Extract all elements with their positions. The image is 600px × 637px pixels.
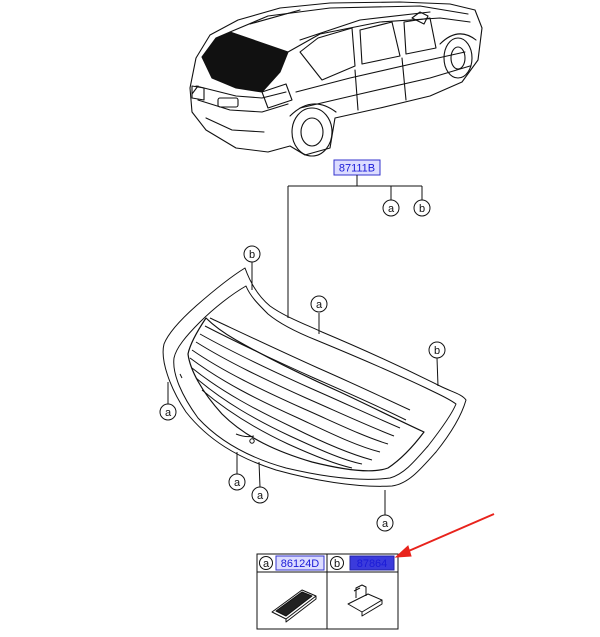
callout-a-glass-bottom-1: a <box>228 473 246 491</box>
part-drawing-86124D <box>271 589 317 623</box>
callout-b-glass-right: b <box>428 341 446 359</box>
part-link-86124D[interactable]: 86124D <box>275 555 325 571</box>
svg-text:a: a <box>388 203 395 215</box>
part-link-87864[interactable]: 87864 <box>349 555 395 571</box>
car-illustration <box>189 1 483 157</box>
callout-a-top-1: a <box>382 199 400 217</box>
callout-b-glass-left: b <box>243 245 261 263</box>
svg-text:a: a <box>316 299 323 311</box>
part-link-86124D-box <box>275 555 325 571</box>
svg-text:a: a <box>263 558 270 570</box>
part-link-87111B[interactable]: 87111B <box>333 159 381 176</box>
tailgate-glass <box>162 267 467 487</box>
svg-text:b: b <box>434 345 440 357</box>
svg-text:a: a <box>257 490 264 502</box>
legend-entry-a: a <box>259 556 273 570</box>
part-link-87864-box <box>349 555 395 571</box>
svg-text:b: b <box>334 558 340 570</box>
part-number-87111B: 87111B <box>339 163 375 175</box>
svg-text:a: a <box>234 477 241 489</box>
red-arrow-indicator <box>394 513 495 558</box>
leader-lines <box>287 175 423 318</box>
svg-text:a: a <box>165 407 172 419</box>
callout-b-top-1: b <box>413 199 431 217</box>
part-number-86124D: 86124D <box>281 558 320 570</box>
part-drawing-87864 <box>347 584 383 617</box>
callout-a-glass-bottom-2: a <box>251 486 269 504</box>
callout-leaders <box>167 262 439 515</box>
part-number-87864: 87864 <box>357 558 388 570</box>
svg-text:b: b <box>419 203 425 215</box>
svg-text:a: a <box>382 518 389 530</box>
callout-a-glass-bottom-right: a <box>376 514 394 532</box>
svg-text:b: b <box>249 249 255 261</box>
callout-a-glass-left: a <box>159 403 177 421</box>
callout-a-glass-top: a <box>310 295 328 313</box>
legend-entry-b: b <box>330 556 344 570</box>
